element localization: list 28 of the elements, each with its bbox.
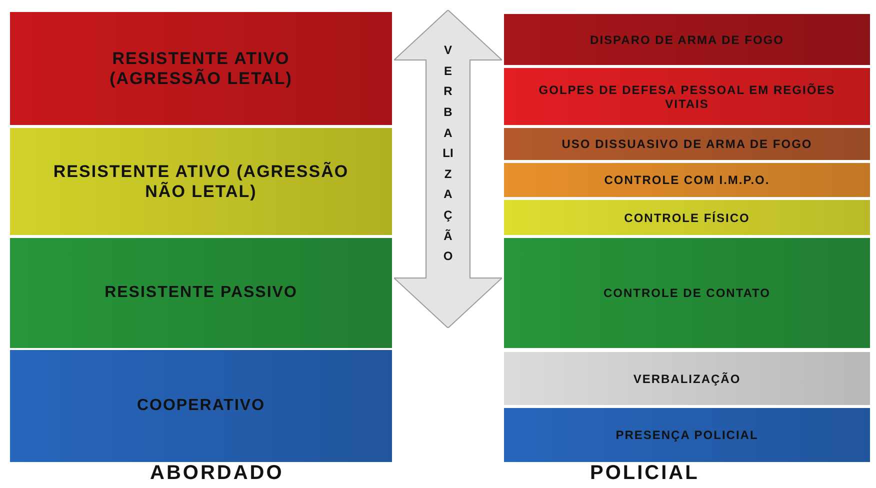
band-text: CONTROLE COM I.M.P.O. xyxy=(604,173,770,187)
band-text: RESISTENTE PASSIVO xyxy=(104,284,298,302)
level-band xyxy=(10,12,392,125)
vertical-text: VERBALIZAÇÃO xyxy=(442,42,454,266)
band-text: CONTROLE FÍSICO xyxy=(624,210,750,224)
level-band xyxy=(10,128,392,235)
band-text: RESISTENTE ATIVO (AGRESSÃO NÃO LETAL) xyxy=(52,162,350,202)
response-band xyxy=(504,352,870,405)
band-text: RESISTENTE ATIVO (AGRESSÃO LETAL) xyxy=(108,48,294,88)
band-text: USO DISSUASIVO DE ARMA DE FOGO xyxy=(562,137,812,151)
band-text: DISPARO DE ARMA DE FOGO xyxy=(590,32,784,46)
response-band xyxy=(504,14,870,65)
band-text: COOPERATIVO xyxy=(136,397,266,415)
band-text: PRESENÇA POLICIAL xyxy=(616,428,758,442)
band-text: CONTROLE DE CONTATO xyxy=(604,286,770,300)
response-band xyxy=(504,238,870,348)
level-band xyxy=(10,238,392,348)
response-band xyxy=(504,200,870,235)
double-arrow xyxy=(394,10,502,328)
response-band xyxy=(504,408,870,462)
band-text: VERBALIZAÇÃO xyxy=(633,372,741,386)
band-text: GOLPES DE DEFESA PESSOAL EM REGIÕES VITAIS xyxy=(538,82,836,110)
response-band xyxy=(504,68,870,125)
level-band xyxy=(10,350,392,462)
column-heading: ABORDADO xyxy=(150,462,284,485)
column-heading: POLICIAL xyxy=(590,462,700,485)
response-band xyxy=(504,128,870,160)
response-band xyxy=(504,163,870,197)
